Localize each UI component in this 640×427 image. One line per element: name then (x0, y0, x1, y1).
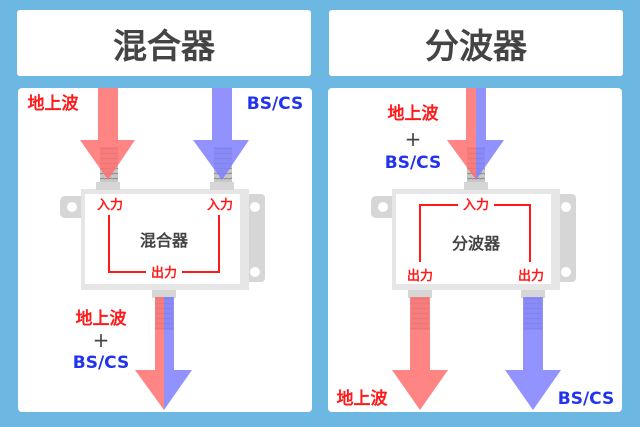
terrestrial-output-arrow (392, 297, 448, 410)
combined-input-arrow-red (447, 88, 476, 180)
device-label: 分波器 (452, 234, 501, 253)
combined-output-arrow-red (135, 297, 164, 410)
output-label: 出力 (518, 268, 544, 284)
bscs-label: BS/CS (385, 153, 441, 173)
plus-sign: + (405, 127, 422, 151)
mixer-device (60, 182, 265, 298)
input-label: 入力 (463, 197, 489, 213)
terrestrial-label: 地上波 (76, 308, 128, 329)
output-label: 出力 (407, 268, 433, 284)
terrestrial-label: 地上波 (337, 388, 389, 409)
bscs-input-arrow (193, 88, 249, 180)
bscs-label: BS/CS (558, 389, 614, 409)
output-label: 出力 (151, 265, 177, 281)
terrestrial-label: 地上波 (28, 93, 80, 114)
terrestrial-label: 地上波 (388, 103, 440, 124)
bscs-output-arrow (505, 297, 561, 410)
splitter-title: 分波器 (329, 10, 623, 76)
combined-output-arrow-blue (164, 297, 192, 410)
device-label: 混合器 (140, 231, 189, 250)
input-label: 入力 (207, 197, 233, 213)
mixer-title: 混合器 (17, 10, 311, 76)
plus-sign: + (93, 328, 110, 352)
bscs-label: BS/CS (73, 353, 129, 373)
splitter-device (371, 182, 576, 298)
input-label: 入力 (97, 197, 123, 213)
bscs-label: BS/CS (247, 94, 303, 114)
combined-input-arrow-blue (476, 88, 504, 180)
terrestrial-input-arrow (80, 88, 135, 180)
